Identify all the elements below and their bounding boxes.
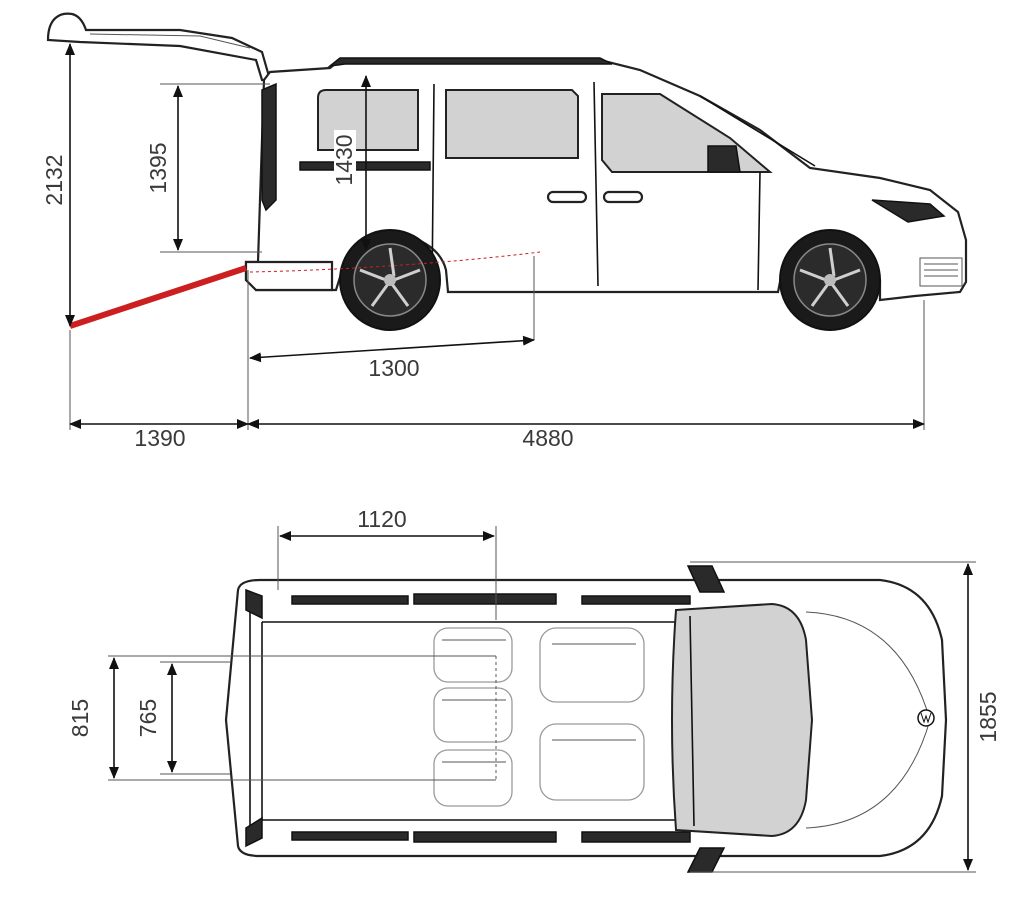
dim-label-2132: 2132 — [41, 154, 67, 205]
dim-label-1120: 1120 — [357, 506, 406, 532]
dim-label-765: 765 — [135, 699, 161, 737]
dim-label-815: 815 — [67, 699, 93, 737]
dim-label-4880: 4880 — [522, 425, 573, 451]
rear-wheel — [339, 229, 441, 331]
dim-line-1300 — [249, 335, 535, 363]
dim-label-1855: 1855 — [975, 691, 1001, 742]
dim-label-1395: 1395 — [145, 142, 171, 193]
front-wheel — [779, 229, 881, 331]
seats — [433, 627, 645, 807]
open-tailgate — [46, 12, 272, 82]
dim-label-1300: 1300 — [368, 355, 419, 381]
ground-clearance-dashed — [249, 251, 541, 273]
vw-logo-icon — [917, 709, 935, 727]
dim-label-1430: 1430 — [331, 134, 357, 185]
top-view: 1120 815 765 1855 — [67, 506, 1001, 873]
side-view: 2132 1395 1430 1300 1390 4880 — [41, 12, 968, 451]
dim-label-1390: 1390 — [134, 425, 185, 451]
van-top-body — [224, 565, 948, 873]
departure-angle-line — [69, 265, 247, 329]
